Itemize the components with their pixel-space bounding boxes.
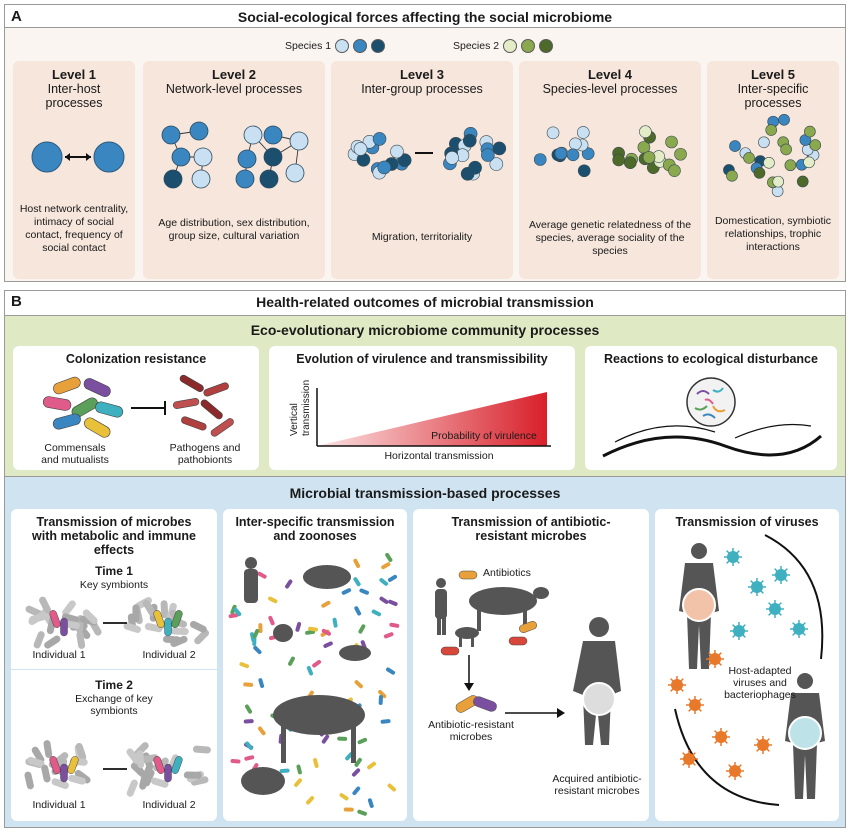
antibiotic-box: Transmission of antibiotic-resistant mic… xyxy=(413,509,649,821)
disturbance-title: Reactions to ecological disturbance xyxy=(604,352,818,366)
level-2-box: Level 2 Network-level processes Age dist… xyxy=(143,61,325,279)
individual2-label-t2: Individual 2 xyxy=(142,799,196,811)
level-4-title: Level 4 xyxy=(587,67,633,82)
zoonoses-illustration xyxy=(228,552,400,816)
time1-label: Time 1 xyxy=(95,564,133,578)
acquired-label: Acquired antibiotic-resistant microbes xyxy=(552,773,642,797)
disturbance-box: Reactions to ecological disturbance xyxy=(585,346,837,470)
species1-label: Species 1 xyxy=(285,40,332,52)
viruses-box: Transmission of viruses Host-adapted vir… xyxy=(655,509,839,821)
level-4-species-illustration xyxy=(533,125,687,178)
colonization-illustration xyxy=(42,374,234,438)
level-1-desc: Host network centrality, intimacy of soc… xyxy=(19,203,129,254)
species2-swatch-mid xyxy=(521,39,536,53)
metabolic-divider xyxy=(11,669,217,670)
panel-a: A Social-ecological forces affecting the… xyxy=(4,4,846,282)
metabolic-box: Transmission of microbes with metabolic … xyxy=(11,509,217,821)
virulence-title: Evolution of virulence and transmissibil… xyxy=(296,352,548,366)
pathogens-label: Pathogens and pathobionts xyxy=(169,442,241,466)
viruses-illustration xyxy=(667,534,825,806)
metabolic-illustration xyxy=(24,596,211,797)
panel-b: B Health-related outcomes of microbial t… xyxy=(4,290,846,828)
level-4-desc: Average genetic relatedness of the speci… xyxy=(528,219,692,257)
antibiotics-label: Antibiotics xyxy=(483,567,531,579)
viruses-label: Host-adapted viruses and bacteriophages xyxy=(724,665,796,701)
colonization-title: Colonization resistance xyxy=(65,352,207,366)
level-1-illustration xyxy=(31,141,125,173)
interspecific-title: Inter-specific transmission and zoonoses xyxy=(235,515,395,543)
species2-label: Species 2 xyxy=(453,40,500,52)
level-1-box: Level 1 Inter-host processes Host networ… xyxy=(13,61,135,279)
level-2-title: Level 2 xyxy=(211,67,257,82)
colonization-box: Colonization resistance xyxy=(13,346,259,470)
panel-b-title: Health-related outcomes of microbial tra… xyxy=(256,294,594,310)
species2-swatch-light xyxy=(503,39,518,53)
level-4-box: Level 4 Species-level processes Average … xyxy=(519,61,701,279)
micro-section: Microbial transmission-based processes T… xyxy=(5,477,845,827)
panel-a-title: Social-ecological forces affecting the s… xyxy=(237,9,613,25)
virulence-area-label: Probability of virulence xyxy=(431,430,537,442)
species1-swatch-mid xyxy=(353,39,368,53)
level-4-subtitle: Species-level processes xyxy=(542,82,678,96)
virulence-chart xyxy=(316,388,551,447)
panel-b-letter: B xyxy=(11,293,22,310)
level-2-subtitle: Network-level processes xyxy=(165,82,303,96)
virulence-ylabel: Vertical transmission xyxy=(289,379,312,436)
resistant-label: Antibiotic-resistant microbes xyxy=(428,719,514,743)
viruses-title: Transmission of viruses xyxy=(675,515,819,529)
micro-title: Microbial transmission-based processes xyxy=(289,485,561,501)
level-3-groups-illustration xyxy=(347,126,507,181)
metabolic-title: Transmission of microbes with metabolic … xyxy=(32,515,196,557)
antibiotic-illustration xyxy=(435,570,621,745)
virulence-xlabel: Horizontal transmission xyxy=(384,450,494,462)
species1-legend: Species 1 xyxy=(285,39,386,53)
commensals-label: Commensals and mutualists xyxy=(41,442,109,466)
species1-swatch-light xyxy=(335,39,350,53)
level-3-box: Level 3 Inter-group processes Migration,… xyxy=(331,61,513,279)
species1-swatch-dark xyxy=(371,39,386,53)
individual1-label-t1: Individual 1 xyxy=(32,649,86,661)
individual1-label-t2: Individual 1 xyxy=(32,799,86,811)
species2-legend: Species 2 xyxy=(453,39,554,53)
level-5-box: Level 5 Inter-specific processes Domesti… xyxy=(707,61,839,279)
virulence-box: Evolution of virulence and transmissibil… xyxy=(269,346,575,470)
panel-a-header xyxy=(4,4,846,28)
level-5-title: Level 5 xyxy=(750,67,796,82)
eco-title: Eco-evolutionary microbiome community pr… xyxy=(250,322,600,338)
level-3-title: Level 3 xyxy=(399,67,445,82)
exchange-label: Exchange of key symbionts xyxy=(75,693,153,717)
panel-a-letter: A xyxy=(11,8,22,25)
antibiotic-title: Transmission of antibiotic-resistant mic… xyxy=(451,515,611,543)
eco-section: Eco-evolutionary microbiome community pr… xyxy=(5,315,845,477)
level-1-title: Level 1 xyxy=(51,67,97,82)
level-3-subtitle: Inter-group processes xyxy=(361,82,483,96)
level-1-subtitle: Inter-host processes xyxy=(45,82,103,110)
disturbance-illustration xyxy=(602,377,822,458)
level-5-mixed-illustration xyxy=(723,113,822,198)
interspecific-box: Inter-specific transmission and zoonoses xyxy=(223,509,407,821)
species2-swatch-dark xyxy=(539,39,554,53)
time2-label: Time 2 xyxy=(95,678,133,692)
level-5-subtitle: Inter-specific processes xyxy=(737,82,809,110)
level-3-desc: Migration, territoriality xyxy=(371,231,473,243)
level-5-desc: Domestication, symbiotic relationships, … xyxy=(714,215,832,253)
level-2-network-illustration xyxy=(161,121,309,189)
key-symbionts-label: Key symbionts xyxy=(79,579,149,591)
level-2-desc: Age distribution, sex distribution, grou… xyxy=(158,217,310,242)
individual2-label-t1: Individual 2 xyxy=(142,649,196,661)
